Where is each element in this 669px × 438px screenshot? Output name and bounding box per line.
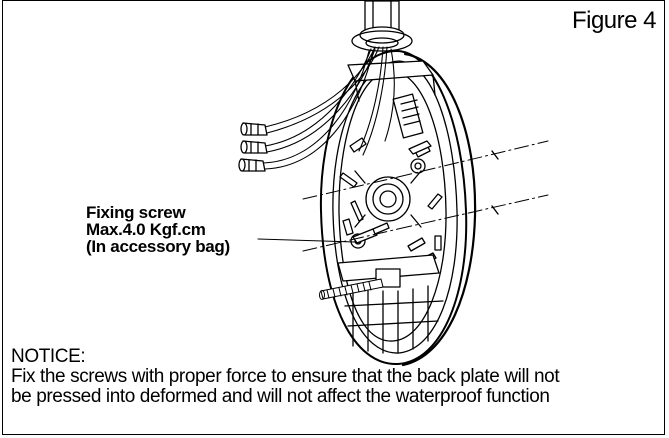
callout-line-1: Fixing screw xyxy=(86,203,186,222)
notice-block: NOTICE: Fix the screws with proper force… xyxy=(11,346,560,407)
bottom-bracket xyxy=(337,254,444,354)
center-hub xyxy=(354,170,422,228)
callout-leader-line xyxy=(257,238,356,243)
fixing-screw-callout: Fixing screw Max.4.0 Kgf.cm (In accessor… xyxy=(86,204,230,255)
notice-line-2: be pressed into deformed and will not af… xyxy=(11,386,550,407)
notice-line-1: Fix the screws with proper force to ensu… xyxy=(11,366,560,387)
fixing-screws xyxy=(352,140,432,244)
threaded-rod xyxy=(319,278,384,300)
figure-title: Figure 4 xyxy=(571,7,657,34)
axis-lines xyxy=(302,140,549,252)
callout-line-3: (In accessory bag) xyxy=(86,237,230,256)
notice-heading: NOTICE: xyxy=(11,346,86,367)
screw-markers xyxy=(491,150,499,215)
cable-terminals xyxy=(238,122,268,172)
back-plate-drawing xyxy=(238,1,549,367)
conduit-pipe xyxy=(351,1,413,52)
cables xyxy=(262,46,395,170)
callout-line-2: Max.4.0 Kgf.cm xyxy=(86,220,206,239)
